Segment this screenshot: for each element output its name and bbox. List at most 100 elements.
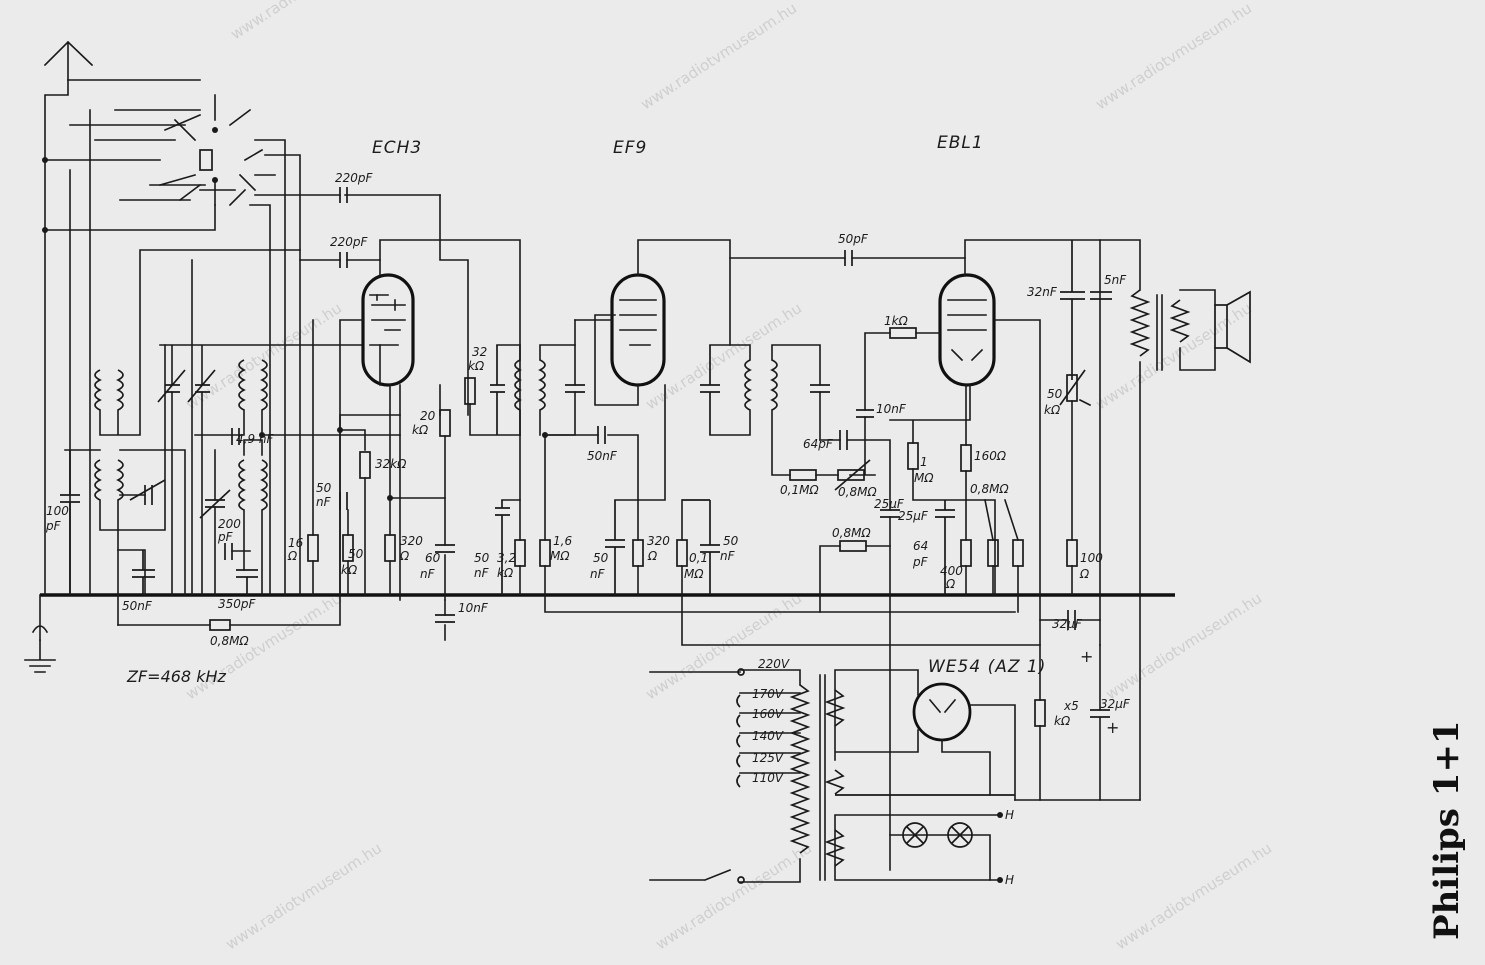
watermark: www.radiotvmuseum.hu — [1102, 589, 1265, 703]
tube-label: WE54 (AZ 1) — [928, 657, 1046, 677]
if-transformer-1: 32 kΩ 50 nF 3,2 kΩ 1,6 MΩ — [464, 319, 1016, 613]
tube-label: EBL1 — [937, 133, 984, 153]
label: kΩ — [412, 423, 429, 437]
label: 32 — [472, 345, 487, 359]
label: MΩ — [914, 471, 934, 485]
watermark: www.radiotvmuseum.hu — [222, 839, 385, 953]
label: kΩ — [341, 563, 358, 577]
watermark: www.radiotvmuseum.hu — [637, 0, 800, 113]
label: 50 — [1047, 387, 1063, 401]
capacitor — [682, 499, 720, 595]
brand-label: Philips 1+1 — [1427, 720, 1467, 940]
label: 50nF — [122, 599, 153, 613]
label: 1 — [920, 455, 928, 469]
label: 32nF — [1027, 285, 1058, 299]
label: Ω — [399, 549, 410, 563]
label: 220pF — [335, 171, 374, 185]
tube-ech3: ECH3 — [361, 138, 421, 601]
label: 0,8MΩ — [210, 634, 249, 648]
label: 350pF — [218, 597, 257, 611]
label: nF — [590, 567, 606, 581]
oscillator-coils: 4,9 nF 200 pF 350pF — [191, 259, 401, 611]
watermark: www.radiotvmuseum.hu — [182, 299, 345, 413]
label: x5 — [1063, 699, 1079, 713]
label: pF — [45, 519, 62, 533]
label: 64 — [913, 539, 928, 553]
label: 0,1 — [689, 551, 708, 565]
label: Ω — [945, 577, 956, 591]
brand-label-container: Philips 1+1 — [1417, 720, 1477, 950]
tuning-capacitor — [157, 344, 401, 596]
label: 100 — [46, 504, 69, 518]
watermark: www.radiotvmuseum.hu — [1092, 299, 1255, 413]
label: 4,9 nF — [236, 432, 275, 446]
label: 0,8MΩ — [838, 485, 877, 499]
label: pF — [217, 530, 234, 544]
if-frequency-label: ZF=468 kHz — [126, 667, 226, 686]
label: 320 — [400, 534, 423, 548]
wire — [614, 384, 666, 501]
resistor — [676, 539, 688, 567]
label: 0,1MΩ — [780, 483, 819, 497]
watermark: www.radiotvmuseum.hu — [642, 299, 805, 413]
capacitor — [844, 250, 853, 266]
label: 10nF — [458, 601, 489, 615]
if-transformer-2: 64pF — [700, 344, 891, 511]
label: 125V — [752, 751, 784, 765]
watermark: www.radiotvmuseum.hu — [227, 0, 390, 43]
watermark: www.radiotvmuseum.hu — [652, 839, 815, 953]
label: 0,8MΩ — [970, 482, 1009, 496]
watermark: www.radiotvmuseum.hu — [1112, 839, 1275, 953]
watermark-group: www.radiotvmuseum.hu www.radiotvmuseum.h… — [182, 0, 1275, 953]
band-switch — [42, 94, 301, 596]
label: nF — [316, 495, 332, 509]
label: 32kΩ — [375, 457, 407, 471]
label: 220pF — [330, 235, 369, 249]
label: 16 — [288, 536, 304, 550]
label: + — [1106, 718, 1119, 737]
watermark: www.radiotvmuseum.hu — [1092, 0, 1255, 113]
label: kΩ — [468, 359, 485, 373]
wire — [544, 434, 639, 541]
label: + — [1080, 647, 1093, 666]
label: 50 — [474, 551, 490, 565]
label: 160Ω — [974, 449, 1007, 463]
label: 1kΩ — [884, 314, 909, 328]
ech3-network: 32kΩ 16 Ω 50 nF 50 kΩ 320 Ω 20 kΩ 60 nF … — [287, 319, 489, 641]
label: 50nF — [587, 449, 618, 463]
wire — [681, 499, 1041, 646]
power-supply: 32µF + 32µF + x5 kΩ WE54 (AZ 1) 220V 170… — [649, 610, 1141, 887]
capacitor — [597, 426, 606, 444]
label: 50 — [593, 551, 609, 565]
label: 320 — [647, 534, 670, 548]
antenna-coils: 100 pF 50nF — [45, 249, 301, 613]
label: pF — [912, 555, 929, 569]
tube-ebl1: EBL1 — [937, 133, 1101, 701]
label: 3,2 — [497, 551, 516, 565]
label: 25µF — [898, 509, 929, 523]
antenna-symbol — [43, 40, 201, 596]
label: Ω — [647, 549, 658, 563]
label: 220V — [758, 657, 790, 671]
label: 50 — [723, 534, 739, 548]
label: kΩ — [497, 566, 514, 580]
label: nF — [420, 567, 436, 581]
capacitor — [605, 500, 625, 595]
label: Ω — [287, 549, 298, 563]
label: 170V — [752, 687, 784, 701]
label: 5nF — [1104, 273, 1127, 287]
tube-ef9: EF9 — [594, 138, 731, 406]
label: 400 — [940, 564, 963, 578]
earth-symbol — [24, 594, 56, 673]
capacitor — [339, 252, 348, 268]
label: 64pF — [803, 437, 834, 451]
label: 25µF — [874, 497, 905, 511]
label: 160V — [752, 707, 784, 721]
label: 1,6 — [553, 534, 572, 548]
resistor — [209, 619, 231, 631]
label: Ω — [1079, 567, 1090, 581]
output-stage: 32nF 5nF 50 kΩ 100 Ω — [1027, 239, 1251, 801]
wire — [339, 194, 469, 596]
label: 32µF — [1100, 697, 1131, 711]
